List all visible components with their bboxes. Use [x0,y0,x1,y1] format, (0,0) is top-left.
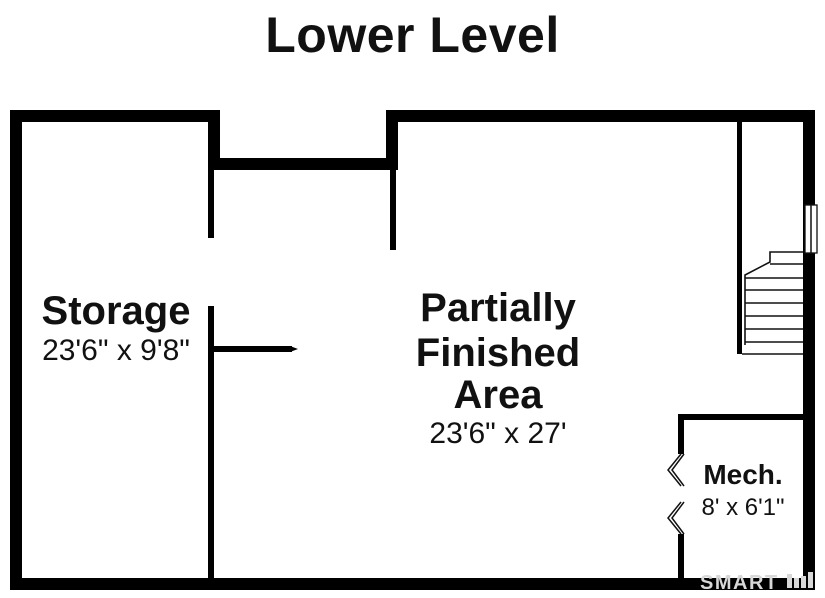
partially-finished-name-line-3: Area [454,373,544,417]
exterior-wall-left [10,110,22,590]
mech-wall-left-lower [678,534,684,580]
notch-wall-bottom [208,158,398,170]
walls [10,110,815,590]
exterior-wall-top-left [10,110,220,122]
plan-title: Lower Level [265,7,560,63]
watermark-text: SMART [700,572,779,594]
mech-dims: 8' x 6'1" [701,494,784,521]
storage-dims: 23'6" x 9'8" [42,334,190,367]
exterior-wall-bottom [10,578,815,590]
watermark-logo: SMART [700,572,813,594]
mech-wall-left-upper [678,414,684,454]
storage-partition-spur-tip [290,346,298,352]
storage-partition-lower [208,306,214,580]
window-right [804,204,818,254]
partially-finished-name-line-1: Partially [420,286,576,330]
mech-wall-top [678,414,815,420]
notch-stub-left [208,168,214,238]
storage-partition-spur [208,346,292,352]
mech-name: Mech. [703,459,782,490]
mech-bifold-door [667,453,685,535]
partially-finished-name-line-2: Finished [416,331,580,375]
stair-enclosure-wall [737,118,742,354]
storage-name: Storage [42,289,191,333]
partially-finished-dims: 23'6" x 27' [429,417,566,450]
notch-wall-left [208,110,220,170]
notch-stub-right [390,168,396,250]
exterior-wall-right [803,110,815,590]
exterior-wall-top-right [386,110,815,122]
notch-wall-right [386,110,398,170]
stairs [742,251,803,355]
